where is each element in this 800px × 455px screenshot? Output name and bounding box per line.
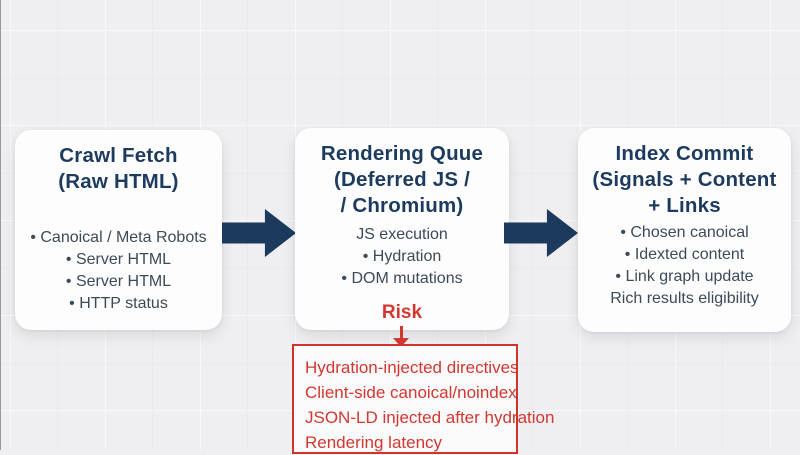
- card-title: Crawl Fetch (Raw HTML): [15, 130, 222, 195]
- card-title-line: Crawl Fetch: [59, 144, 178, 167]
- card-item-list: JS execution • Hydration • DOM mutations: [295, 224, 509, 290]
- risk-item: Hydration-injected directives: [305, 358, 519, 377]
- card-title-line: (Deferred JS /: [333, 168, 471, 191]
- card-title: Index Commit (Signals + Content + Links: [578, 128, 791, 219]
- card-item: • Chosen canoical: [620, 224, 749, 241]
- risk-arrow-shaft: [399, 326, 403, 339]
- risk-box: Hydration-injected directives Client-sid…: [292, 344, 555, 454]
- arrow-right-icon: [504, 209, 578, 257]
- risk-item: Client-side canoical/noindex: [305, 383, 517, 402]
- card-title-line: Index Commit: [615, 142, 754, 165]
- risk-arrow-down-icon: [393, 326, 409, 347]
- card-title-line: Rendering Quue: [320, 142, 484, 165]
- card-rendering-queue: Rendering Quue (Deferred JS / / Chromium…: [295, 128, 509, 330]
- card-item: • Link graph update: [615, 268, 754, 285]
- risk-item: Rendering latency: [305, 433, 443, 452]
- card-item: • Server HTML: [65, 251, 172, 268]
- card-item-list: • Chosen canoical • Idexted content • Li…: [578, 222, 791, 310]
- risk-arrow-head: [393, 338, 409, 347]
- risk-label: Risk: [381, 302, 423, 323]
- card-index-commit: Index Commit (Signals + Content + Links …: [578, 128, 791, 332]
- card-item: • Idexted content: [624, 246, 745, 263]
- card-item: JS execution: [356, 226, 448, 243]
- card-item-list: • Canoical / Meta Robots • Server HTML •…: [15, 227, 222, 315]
- risk-item: JSON-LD injected after hydration: [305, 408, 555, 427]
- card-item: • DOM mutations: [341, 270, 463, 287]
- card-item: • Hydration: [362, 248, 442, 265]
- card-crawl-fetch: Crawl Fetch (Raw HTML) • Canoical / Meta…: [15, 130, 222, 330]
- card-item: • HTTP status: [69, 295, 168, 312]
- card-title-line: (Signals + Content: [592, 168, 777, 191]
- card-item: • Server HTML: [65, 273, 172, 290]
- card-item: Rich results eligibility: [610, 290, 759, 307]
- card-title: Rendering Quue (Deferred JS / / Chromium…: [295, 128, 509, 219]
- card-title-line: + Links: [648, 194, 721, 217]
- card-title-line: / Chromium): [340, 194, 464, 217]
- card-title-line: (Raw HTML): [58, 170, 179, 193]
- left-edge-line: [0, 0, 1, 450]
- arrow-right-icon: [222, 209, 296, 257]
- card-item: • Canoical / Meta Robots: [30, 229, 207, 246]
